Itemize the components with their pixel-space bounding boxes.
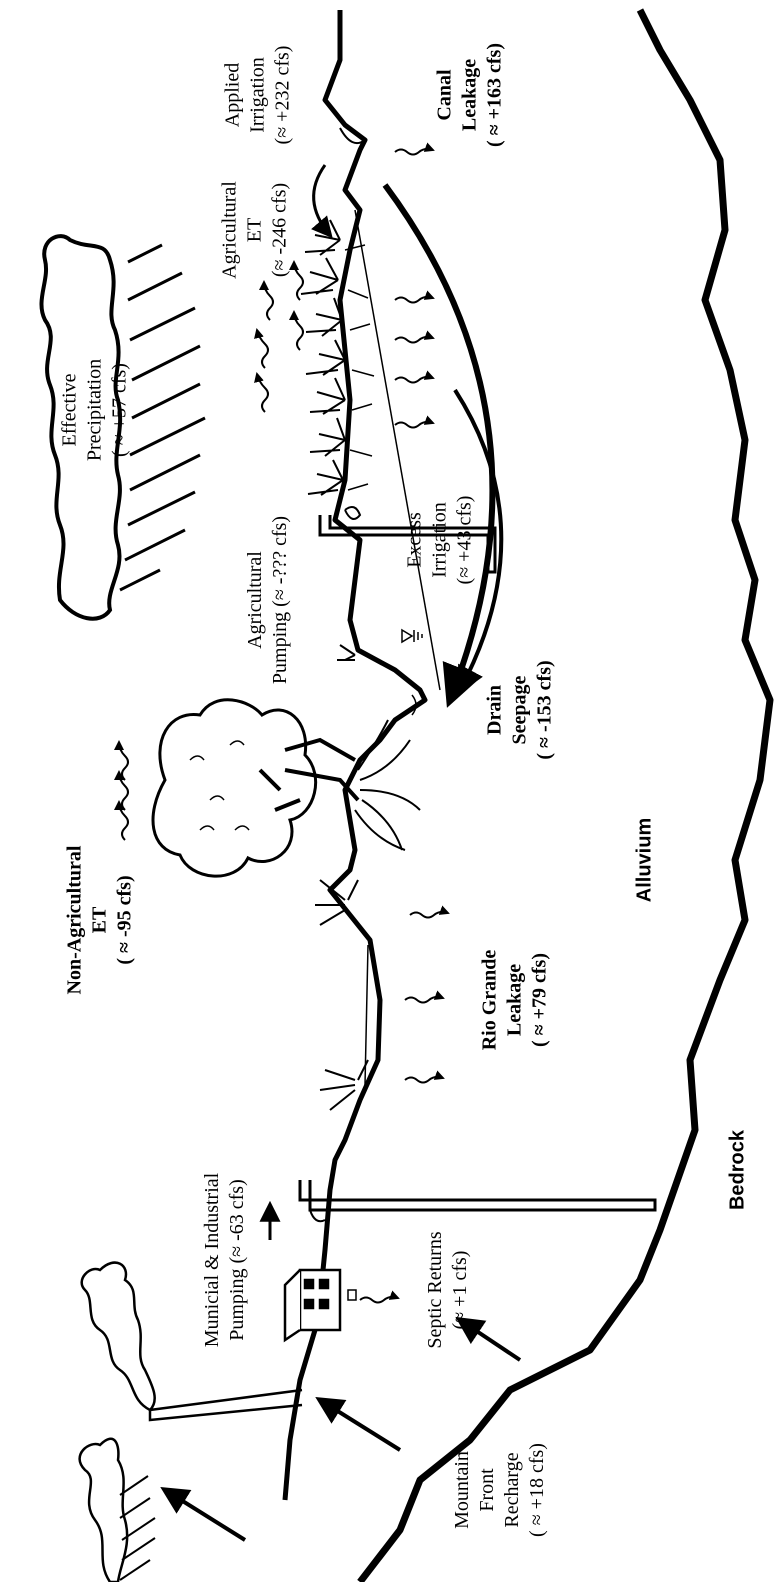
septic-tank xyxy=(348,1290,356,1300)
crop-roots xyxy=(345,245,374,490)
applied-irrigation-label: Applied Irrigation (≈ +232 cfs) xyxy=(221,46,296,145)
rain-cloud-small xyxy=(80,1439,128,1582)
agricultural-well-pump xyxy=(345,507,360,519)
bedrock-label: Bedrock xyxy=(726,1130,751,1210)
canal-to-drain-arrow xyxy=(385,185,492,700)
drain-seepage-label: Drain Seepage ( ≈ -153 cfs) xyxy=(483,660,558,759)
label-line: Front xyxy=(475,1443,500,1537)
label-line: ET xyxy=(88,846,113,995)
label-line: (≈ +43 cfs) xyxy=(453,496,478,585)
septic-return-arrow xyxy=(360,1297,398,1303)
label-line: (≈ +1 cfs) xyxy=(448,1231,473,1348)
bedrock-boundary xyxy=(360,10,770,1582)
label-line: Mountain xyxy=(450,1443,475,1537)
agricultural-et-arrows xyxy=(257,262,303,412)
label-line: Non-Agricultural xyxy=(63,846,88,995)
label-line: Agricultural xyxy=(218,181,243,279)
water-table-symbol xyxy=(402,630,422,642)
excess-irrigation-label: Excess Irrigation (≈ +43 cfs) xyxy=(403,496,478,585)
septic-returns-label: Septic Returns (≈ +1 cfs) xyxy=(423,1231,473,1348)
label-line: Septic Returns xyxy=(423,1231,448,1348)
label-line: Municial & Industrial xyxy=(200,1173,225,1347)
effective-precipitation-label: Effective Precipitation ( ≈ +57 cfs) xyxy=(58,359,133,461)
label-line: Excess xyxy=(403,496,428,585)
label-line: Agricultural xyxy=(243,516,268,684)
municipal-industrial-pumping-label: Municial & Industrial Pumping (≈ -63 cfs… xyxy=(200,1173,250,1347)
label-line: Irrigation xyxy=(428,496,453,585)
alluvium-label: Alluvium xyxy=(633,818,658,902)
label-line: ( ≈ +57 cfs) xyxy=(108,359,133,461)
label-line: Leakage xyxy=(458,43,483,147)
label-line: (≈ -246 cfs) xyxy=(268,181,293,279)
label-line: Leakage xyxy=(503,950,528,1051)
label-line: (≈ +232 cfs) xyxy=(271,46,296,145)
mountain-front-recharge-label: Mountain Front Recharge ( ≈ +18 cfs) xyxy=(450,1443,550,1537)
crops xyxy=(301,220,345,495)
label-line: ( ≈ +163 cfs) xyxy=(483,43,508,147)
label-line: ( ≈ -153 cfs) xyxy=(533,660,558,759)
municipal-well-pump xyxy=(310,1210,325,1221)
canal-leakage-label: Canal Leakage ( ≈ +163 cfs) xyxy=(433,43,508,147)
label-line: Canal xyxy=(433,43,458,147)
agricultural-pumping-label: Agricultural Pumping (≈ -??? cfs) xyxy=(243,516,293,684)
smokestack xyxy=(150,1390,302,1420)
rain-lines xyxy=(120,245,205,590)
applied-irrigation-arrow xyxy=(314,165,330,235)
rio-grande-leakage-label: Rio Grande Leakage ( ≈ +79 cfs) xyxy=(478,950,553,1051)
municipal-well xyxy=(300,1180,655,1210)
agricultural-et-label: Agricultural ET (≈ -246 cfs) xyxy=(218,181,293,279)
label-line: Rio Grande xyxy=(478,950,503,1051)
tree-roots xyxy=(355,720,420,850)
building xyxy=(285,1270,340,1340)
water-table xyxy=(355,210,440,690)
label-line: Effective xyxy=(58,359,83,461)
label-line: ( ≈ +79 cfs) xyxy=(528,950,553,1051)
label-line: Precipitation xyxy=(83,359,108,461)
label-line: Applied xyxy=(221,46,246,145)
non-agricultural-et-label: Non-Agricultural ET ( ≈ -95 cfs) xyxy=(63,846,138,995)
non-agricultural-et-arrows xyxy=(119,742,128,840)
rio-grande-leakage-arrows xyxy=(405,912,448,1083)
canal-leakage-arrows xyxy=(395,149,433,155)
label-line: Seepage xyxy=(508,660,533,759)
tree xyxy=(153,700,358,876)
label-line: Irrigation xyxy=(246,46,271,145)
label-line: Pumping (≈ -??? cfs) xyxy=(268,516,293,684)
label-line: Drain xyxy=(483,660,508,759)
label-line: ( ≈ +18 cfs) xyxy=(525,1443,550,1537)
label-line: ET xyxy=(243,181,268,279)
label-line: Pumping (≈ -63 cfs) xyxy=(225,1173,250,1347)
label-line: Recharge xyxy=(500,1443,525,1537)
smoke-cloud xyxy=(82,1263,155,1410)
label-line: ( ≈ -95 cfs) xyxy=(113,846,138,995)
deep-percolation-arrows xyxy=(395,297,433,428)
